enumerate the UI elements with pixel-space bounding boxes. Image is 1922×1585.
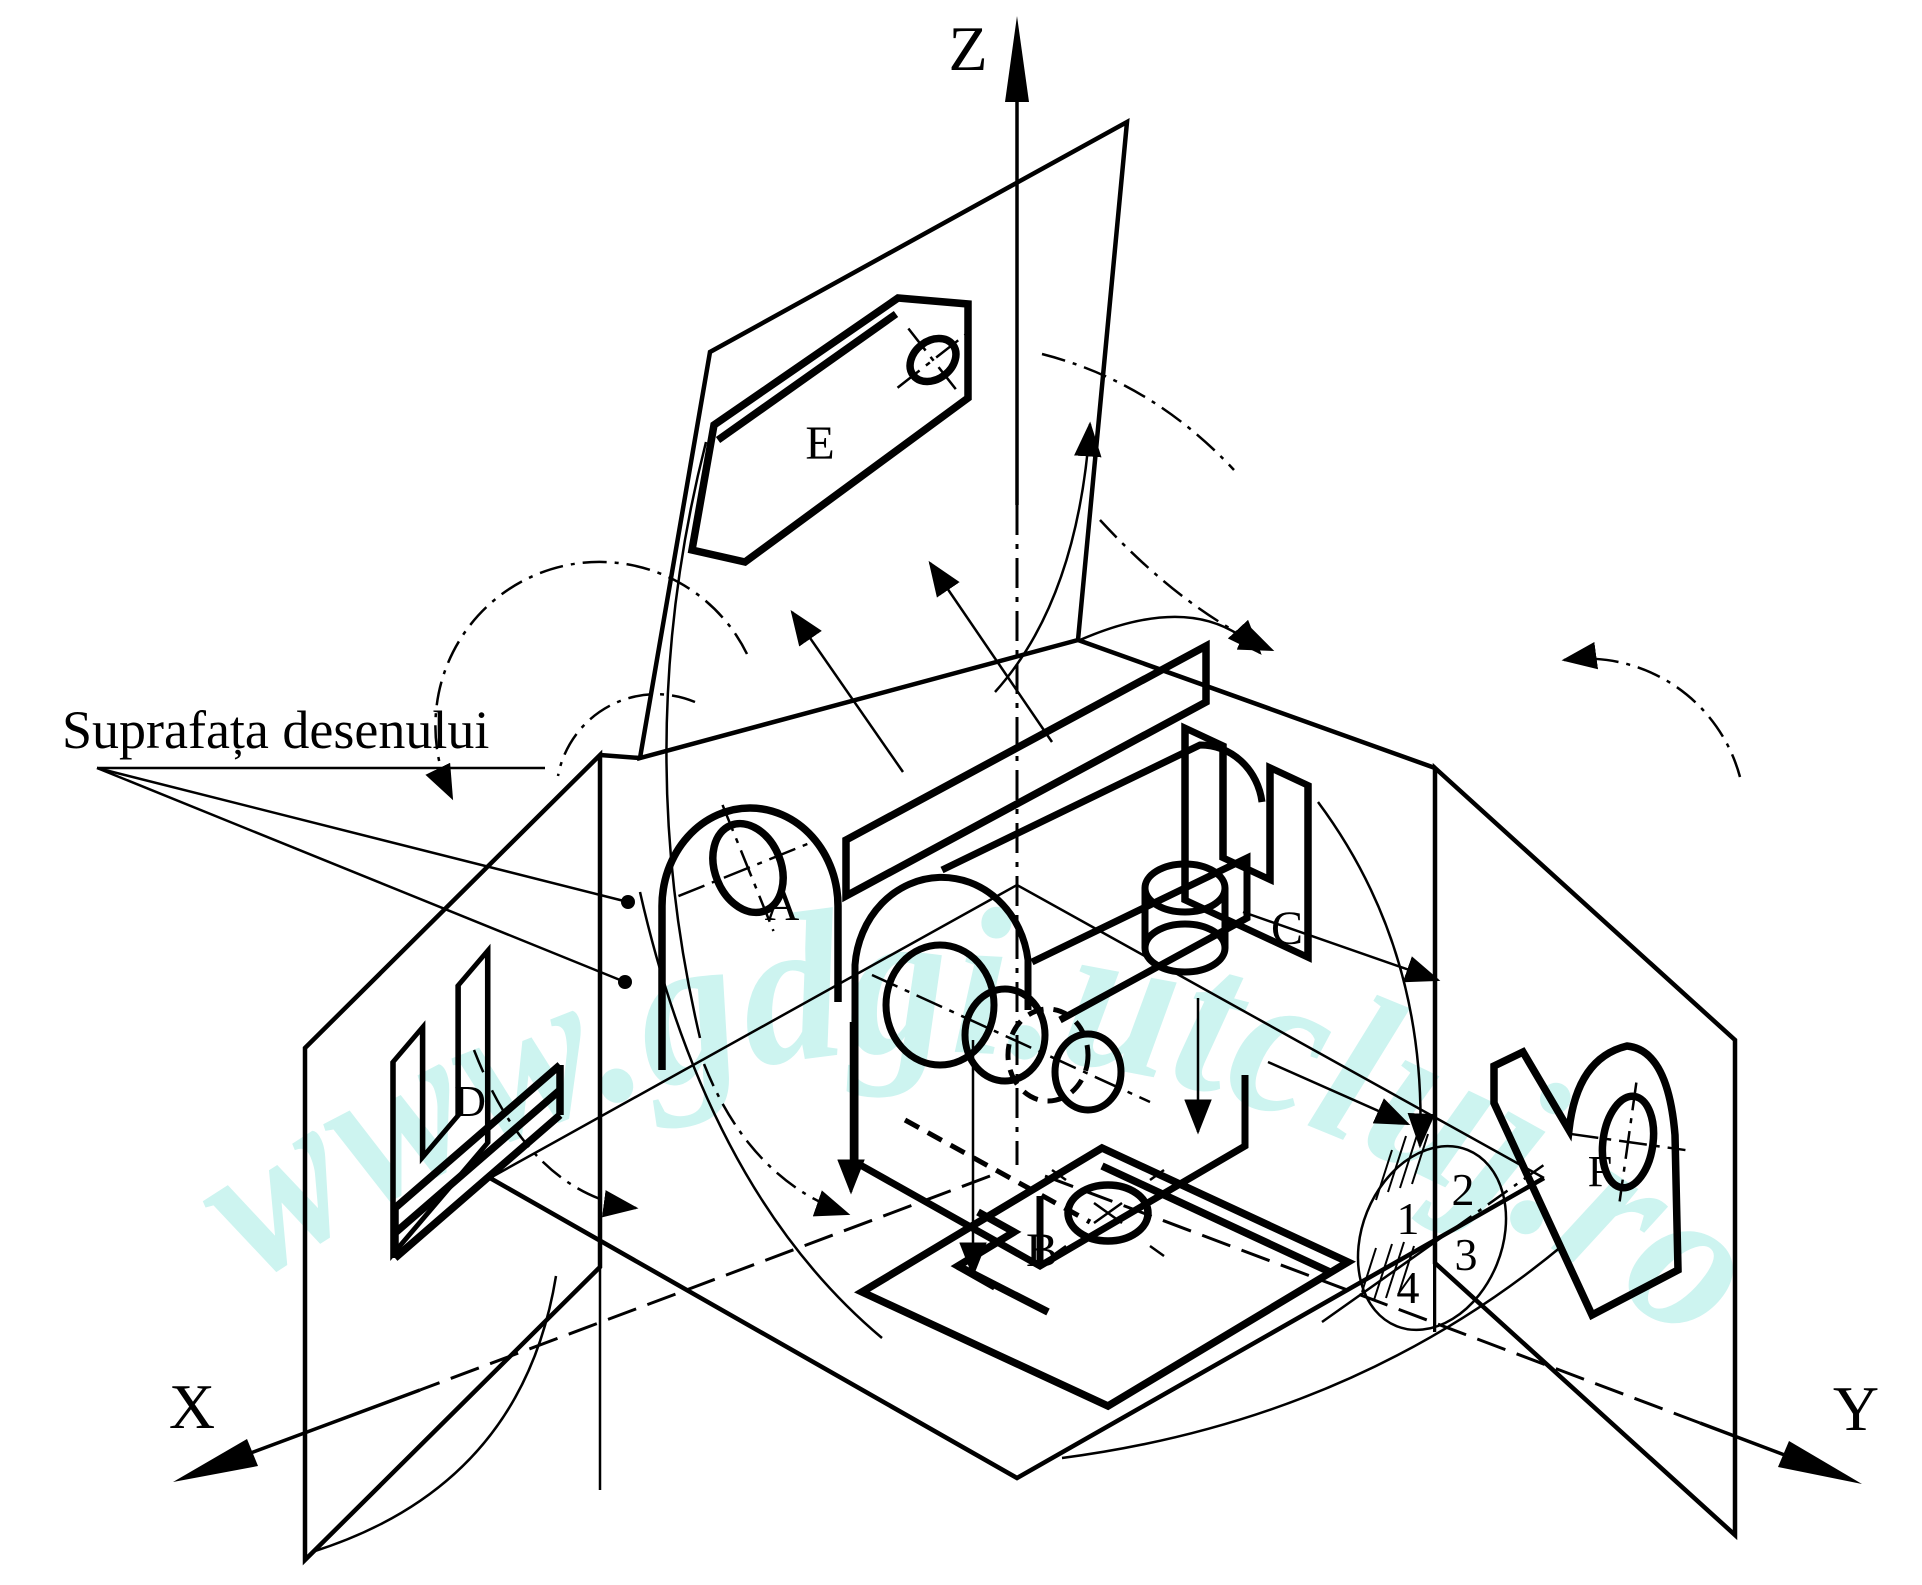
projection-rays [790, 560, 1441, 1278]
view-b-inner-edge [1100, 1162, 1332, 1276]
x-axis-hidden [419, 1174, 991, 1392]
view-e: E [687, 294, 972, 567]
view-b-outline [854, 1143, 1356, 1411]
arc-flap-trajectory [665, 441, 708, 1039]
y-axis-label: Y [1833, 1373, 1879, 1444]
arc-right-fold [1079, 615, 1262, 655]
view-a-centerlines [677, 804, 819, 932]
view-f-label: F [1588, 1147, 1612, 1196]
arc-left-lower-sweep [311, 1275, 558, 1554]
quadrant-number-1: 1 [1397, 1193, 1420, 1244]
y-axis-hidden [1044, 1174, 1701, 1425]
view-a-base-strip [842, 639, 1210, 903]
view-e-centerlines [896, 327, 970, 393]
quadrant-hatching [1361, 1131, 1429, 1301]
z-axis-label: Z [948, 13, 987, 84]
arc-left-fold-dashdot [425, 560, 749, 801]
view-e-outline [687, 294, 972, 567]
caption-leader-1-dot [621, 895, 635, 909]
view-f: F [1490, 1042, 1686, 1321]
view-a-arch [658, 804, 842, 1070]
fold-edge-top [599, 637, 1436, 771]
view-e-label: E [805, 417, 834, 470]
caption-group: Suprafața desenului [62, 700, 635, 989]
ray-right-2 [1267, 1060, 1411, 1126]
object-3d [851, 741, 1266, 1271]
ray-right-1 [1242, 910, 1441, 983]
quadrant-diagonal-dashdot [1451, 1160, 1549, 1232]
caption-leader-2-dot [618, 975, 632, 989]
svg-text:www.gdgi.utcluj.ro: www.gdgi.utcluj.ro [152, 862, 1805, 1385]
watermark-text: www.gdgi.utcluj.ro [152, 862, 1805, 1385]
object-slab-band [1030, 852, 1251, 1024]
quadrant-number-2: 2 [1452, 1164, 1475, 1215]
ray-up-2 [928, 560, 1054, 743]
x-axis-arrow-icon [173, 1439, 258, 1482]
view-c-label: C [1271, 902, 1303, 955]
x-axis-label: X [169, 1371, 215, 1442]
rotation-arcs [311, 352, 1742, 1554]
object-arch-face [851, 873, 1032, 1088]
arc-top-dashdot [1041, 352, 1235, 471]
quadrant-diagonal-line [1321, 1228, 1453, 1324]
view-c-outline [1181, 722, 1312, 963]
arc-bottom-left-dashdot [472, 1049, 639, 1218]
quadrant-number-3: 3 [1455, 1229, 1478, 1280]
caption-text: Suprafața desenului [62, 700, 489, 760]
object-bore-axis [871, 973, 1151, 1104]
arc-right-corner-dashdot [1561, 642, 1742, 778]
view-d-base [391, 1062, 564, 1261]
quadrant-ellipse: 1 2 3 4 [1321, 1085, 1549, 1332]
view-a: A [658, 639, 1210, 1070]
view-b-hole-ticks [1051, 1168, 1165, 1258]
ray-up-1 [790, 609, 905, 773]
view-d-label: D [454, 1077, 486, 1126]
y-axis-arrow-icon [1778, 1441, 1862, 1484]
caption-leader-2 [96, 766, 626, 984]
object-bore-step [961, 985, 1049, 1085]
arc-bottom-center-dashdot [702, 1063, 851, 1217]
arc-bottom-right-sweep [1061, 1245, 1563, 1460]
view-d-outline [390, 943, 491, 1262]
view-a-label: A [765, 878, 800, 931]
caption-leader-1 [96, 766, 629, 904]
view-e-inner-edge [715, 310, 899, 444]
object-hidden-edge [903, 1117, 1092, 1225]
view-c: C [1181, 722, 1312, 963]
object-bore-hidden [1005, 1006, 1091, 1104]
view-f-centerlines [1570, 1082, 1686, 1202]
object-bore-back [1051, 1030, 1125, 1114]
coordinate-axes: Z X Y [169, 13, 1879, 1484]
view-b-hole [1064, 1181, 1152, 1245]
z-axis-arrow-icon [1005, 16, 1029, 102]
quadrant-ellipse-outline [1356, 1144, 1508, 1332]
object-cylinder-top [940, 741, 1266, 874]
arc-right-down [1316, 801, 1436, 1149]
arc-flap-rotation [994, 421, 1102, 693]
arc-left-fold-inner [556, 692, 696, 777]
quadrant-number-4: 4 [1397, 1262, 1420, 1313]
view-b-hole-cross-icon [1093, 1201, 1123, 1225]
bottom-plane [488, 1176, 1546, 1481]
view-b-label: B [1026, 1224, 1058, 1277]
view-b: B [854, 1143, 1356, 1411]
projection-planes [302, 117, 1738, 1566]
object-bore-front [882, 941, 998, 1069]
arc-top-right-dashdot [1099, 519, 1275, 652]
watermark: www.gdgi.utcluj.ro [152, 862, 1805, 1385]
view-d: D [390, 943, 564, 1262]
view-b-notch-edge [956, 1262, 1050, 1316]
view-f-outline [1490, 1042, 1682, 1321]
